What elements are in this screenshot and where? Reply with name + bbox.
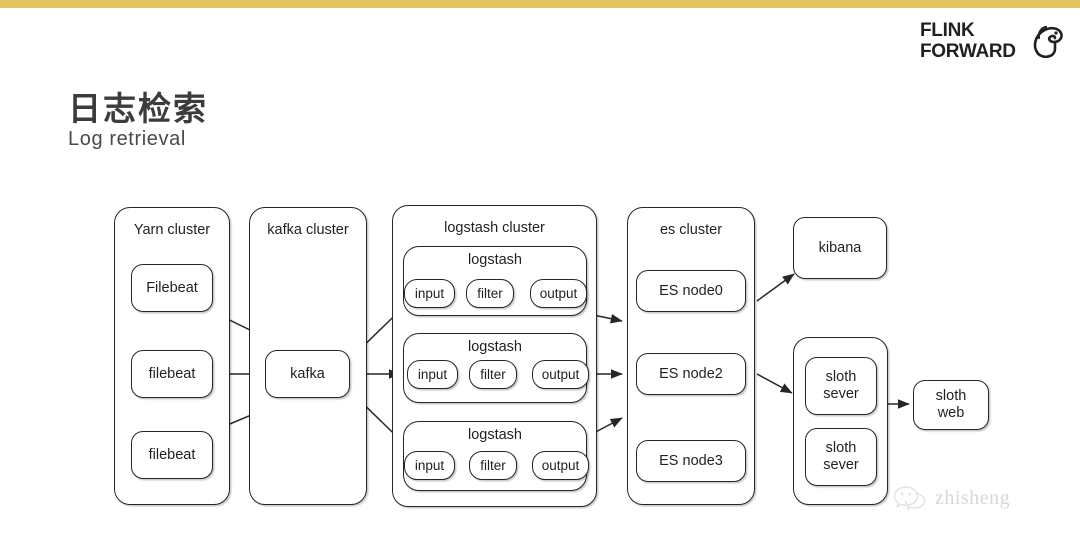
accent-top-bar [0, 0, 1080, 8]
filebeat-2-label: filebeat [148, 446, 196, 463]
filter-1[interactable]: filter [469, 360, 517, 389]
kibana[interactable]: kibana [793, 217, 887, 279]
logstash-2-label: logstash [467, 427, 522, 443]
kafka-cluster-label: kafka cluster [267, 222, 349, 238]
yarn-cluster-label: Yarn cluster [133, 222, 211, 238]
sloth-web[interactable]: sloth web [913, 380, 989, 430]
es-node2[interactable]: ES node2 [636, 353, 746, 395]
watermark-text: zhisheng [935, 486, 1011, 509]
es-node2-label: ES node2 [659, 365, 723, 382]
filebeat-0-label: Filebeat [146, 279, 198, 296]
input-0-label: input [414, 286, 445, 301]
output-1[interactable]: output [532, 360, 589, 389]
filebeat-1-label: filebeat [148, 365, 196, 382]
edge-es-cluster-to-kibana [756, 273, 795, 302]
watermark: zhisheng [893, 478, 1073, 518]
kafka[interactable]: kafka [265, 350, 350, 398]
kafka-label: kafka [290, 365, 325, 382]
logstash-0-label: logstash [467, 252, 522, 268]
logo-line-1: FLINK [920, 20, 975, 41]
filebeat-1[interactable]: filebeat [131, 350, 213, 398]
input-1[interactable]: input [407, 360, 458, 389]
output-2[interactable]: output [532, 451, 589, 480]
es-node0-label: ES node0 [659, 282, 723, 299]
sloth-web-label: sloth web [935, 388, 967, 421]
flink-forward-logo: FLINK FORWARD [920, 20, 1065, 68]
logo-line-2: FORWARD [920, 41, 1016, 62]
page-title-cn: 日志检索 [68, 89, 208, 128]
filebeat-2[interactable]: filebeat [131, 431, 213, 479]
input-2-label: input [414, 458, 445, 473]
filter-2[interactable]: filter [469, 451, 517, 480]
edge-es-cluster-to-sloth-cluster [756, 373, 793, 394]
input-0[interactable]: input [404, 279, 455, 308]
sloth-server-0-label: sloth sever [823, 369, 859, 402]
filter-0[interactable]: filter [466, 279, 514, 308]
sloth-server-0[interactable]: sloth sever [805, 357, 877, 415]
filebeat-0[interactable]: Filebeat [131, 264, 213, 312]
input-2[interactable]: input [404, 451, 455, 480]
output-2-label: output [541, 458, 580, 473]
kibana-label: kibana [818, 239, 862, 256]
wechat-icon [893, 486, 926, 511]
es-node0[interactable]: ES node0 [636, 270, 746, 312]
es-node3-label: ES node3 [659, 452, 723, 469]
output-1-label: output [541, 367, 580, 382]
output-0-label: output [539, 286, 578, 301]
sloth-server-1-label: sloth sever [823, 440, 859, 473]
squirrel-icon [1033, 25, 1063, 59]
es-cluster-label: es cluster [659, 222, 723, 238]
logo-wordmark: FLINK FORWARD [920, 20, 1016, 62]
filter-0-label: filter [477, 286, 503, 301]
sloth-server-1[interactable]: sloth sever [805, 428, 877, 486]
es-node3[interactable]: ES node3 [636, 440, 746, 482]
logstash-1-label: logstash [467, 339, 522, 355]
filter-2-label: filter [480, 458, 506, 473]
page-title-en: Log retrieval [68, 128, 186, 150]
logstash-cluster-label: logstash cluster [444, 220, 545, 236]
filter-1-label: filter [480, 367, 506, 382]
output-0[interactable]: output [530, 279, 587, 308]
input-1-label: input [417, 367, 448, 382]
